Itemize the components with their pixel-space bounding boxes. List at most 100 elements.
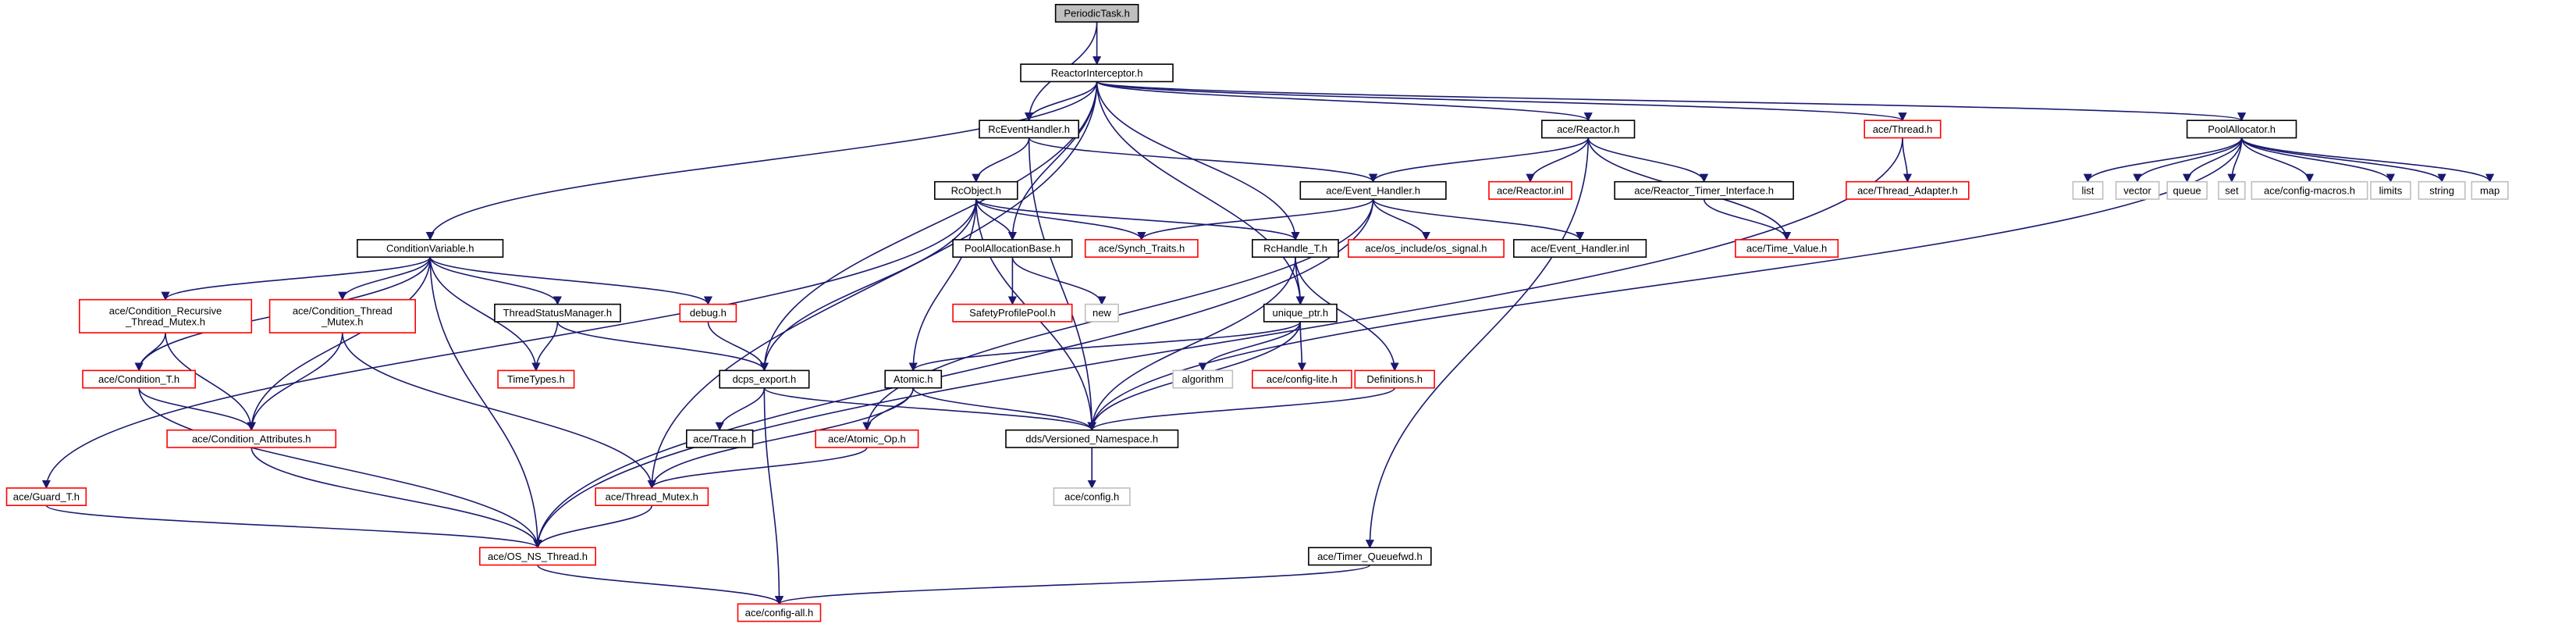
node-ace-reactor-timer-interface-h[interactable]: ace/Reactor_Timer_Interface.h: [1614, 180, 1794, 200]
node-map[interactable]: map: [2471, 180, 2509, 200]
node-vector[interactable]: vector: [2115, 180, 2160, 200]
node-box[interactable]: [1308, 547, 1432, 566]
node-box[interactable]: [79, 298, 253, 333]
node-ace-timer-queuefwd-h[interactable]: ace/Timer_Queuefwd.h: [1308, 547, 1432, 566]
node-box[interactable]: [1299, 180, 1447, 200]
node-box[interactable]: [934, 180, 1018, 200]
node-ace-event-handler-inl[interactable]: ace/Event_Handler.inl: [1513, 239, 1647, 258]
node-ace-os-include-os-signal-h[interactable]: ace/os_include/os_signal.h: [1348, 239, 1505, 258]
node-box[interactable]: [268, 298, 417, 333]
node-conditionvariable-h[interactable]: ConditionVariable.h: [357, 239, 504, 258]
node-box[interactable]: [478, 547, 596, 566]
node-ace-condition-thread-mutex-h[interactable]: ace/Condition_Thread_Mutex.h: [268, 298, 417, 333]
node-algorithm[interactable]: algorithm: [1172, 369, 1234, 389]
node-unique-ptr-h[interactable]: unique_ptr.h: [1263, 303, 1338, 323]
node-box[interactable]: [2072, 180, 2104, 200]
node-ace-reactor-inl[interactable]: ace/Reactor.inl: [1488, 180, 1572, 200]
node-box[interactable]: [497, 369, 575, 389]
node-box[interactable]: [1348, 239, 1505, 258]
node-dcps-export-h[interactable]: dcps_export.h: [719, 369, 810, 389]
node-poolallocator-h[interactable]: PoolAllocator.h: [2186, 119, 2297, 139]
node-threadstatusmanager-h[interactable]: ThreadStatusManager.h: [494, 303, 621, 323]
node-ace-condition-attributes-h[interactable]: ace/Condition_Attributes.h: [166, 429, 337, 448]
node-string[interactable]: string: [2418, 180, 2466, 200]
node-box[interactable]: [2115, 180, 2160, 200]
node-box[interactable]: [1513, 239, 1647, 258]
node-box[interactable]: [737, 603, 822, 622]
node-box[interactable]: [1054, 4, 1139, 23]
node-box[interactable]: [952, 303, 1073, 323]
node-box[interactable]: [884, 369, 943, 389]
node-set[interactable]: set: [2218, 180, 2246, 200]
node-dds-versioned-namespace-h[interactable]: dds/Versioned_Namespace.h: [1005, 429, 1179, 448]
node-ace-atomic-op-h[interactable]: ace/Atomic_Op.h: [815, 429, 919, 448]
node-new[interactable]: new: [1084, 303, 1119, 323]
node-box[interactable]: [1488, 180, 1572, 200]
node-box[interactable]: [1053, 487, 1131, 507]
node-box[interactable]: [1846, 180, 1970, 200]
node-ace-time-value-h[interactable]: ace/Time_Value.h: [1735, 239, 1839, 258]
node-box[interactable]: [2218, 180, 2246, 200]
node-atomic-h[interactable]: Atomic.h: [884, 369, 943, 389]
node-rceventhandler-h[interactable]: RcEventHandler.h: [979, 119, 1079, 139]
node-periodictask-h[interactable]: PeriodicTask.h: [1054, 4, 1139, 23]
node-box[interactable]: [1735, 239, 1839, 258]
node-ace-os-ns-thread-h[interactable]: ace/OS_NS_Thread.h: [478, 547, 596, 566]
node-box[interactable]: [1005, 429, 1179, 448]
node-reactorinterceptor-h[interactable]: ReactorInterceptor.h: [1020, 63, 1174, 83]
node-box[interactable]: [1252, 369, 1352, 389]
node-ace-config-h[interactable]: ace/config.h: [1053, 487, 1131, 507]
node-timetypes-h[interactable]: TimeTypes.h: [497, 369, 575, 389]
node-box[interactable]: [2251, 180, 2368, 200]
node-box[interactable]: [1354, 369, 1435, 389]
node-ace-guard-t-h[interactable]: ace/Guard_T.h: [5, 487, 87, 507]
node-ace-synch-traits-h[interactable]: ace/Synch_Traits.h: [1084, 239, 1199, 258]
node-box[interactable]: [2471, 180, 2509, 200]
node-box[interactable]: [5, 487, 87, 507]
node-box[interactable]: [1084, 303, 1119, 323]
node-rchandle-t-h[interactable]: RcHandle_T.h: [1252, 239, 1339, 258]
node-box[interactable]: [2370, 180, 2411, 200]
node-debug-h[interactable]: debug.h: [679, 303, 737, 323]
node-ace-config-lite-h[interactable]: ace/config-lite.h: [1252, 369, 1352, 389]
node-box[interactable]: [166, 429, 337, 448]
node-ace-config-all-h[interactable]: ace/config-all.h: [737, 603, 822, 622]
node-ace-thread-adapter-h[interactable]: ace/Thread_Adapter.h: [1846, 180, 1970, 200]
node-box[interactable]: [719, 369, 810, 389]
node-ace-condition-recursive-thread-mutex-h[interactable]: ace/Condition_Recursive_Thread_Mutex.h: [79, 298, 253, 333]
node-box[interactable]: [679, 303, 737, 323]
node-box[interactable]: [2166, 180, 2208, 200]
node-queue[interactable]: queue: [2166, 180, 2208, 200]
node-box[interactable]: [82, 369, 196, 389]
node-limits[interactable]: limits: [2370, 180, 2411, 200]
node-ace-condition-t-h[interactable]: ace/Condition_T.h: [82, 369, 196, 389]
node-box[interactable]: [1263, 303, 1338, 323]
node-box[interactable]: [2186, 119, 2297, 139]
node-box[interactable]: [815, 429, 919, 448]
node-ace-thread-h[interactable]: ace/Thread.h: [1864, 119, 1942, 139]
node-ace-trace-h[interactable]: ace/Trace.h: [685, 429, 754, 448]
node-poolallocationbase-h[interactable]: PoolAllocationBase.h: [952, 239, 1073, 258]
node-box[interactable]: [952, 239, 1073, 258]
node-box[interactable]: [1084, 239, 1199, 258]
node-ace-config-macros-h[interactable]: ace/config-macros.h: [2251, 180, 2368, 200]
node-box[interactable]: [1864, 119, 1942, 139]
node-ace-reactor-h[interactable]: ace/Reactor.h: [1541, 119, 1636, 139]
node-box[interactable]: [357, 239, 504, 258]
node-box[interactable]: [2418, 180, 2466, 200]
node-list[interactable]: list: [2072, 180, 2104, 200]
node-definitions-h[interactable]: Definitions.h: [1354, 369, 1435, 389]
node-ace-event-handler-h[interactable]: ace/Event_Handler.h: [1299, 180, 1447, 200]
node-box[interactable]: [979, 119, 1079, 139]
node-box[interactable]: [595, 487, 709, 507]
node-box[interactable]: [1614, 180, 1794, 200]
node-box[interactable]: [494, 303, 621, 323]
node-rcobject-h[interactable]: RcObject.h: [934, 180, 1018, 200]
node-box[interactable]: [1020, 63, 1174, 83]
node-box[interactable]: [1252, 239, 1339, 258]
node-ace-thread-mutex-h[interactable]: ace/Thread_Mutex.h: [595, 487, 709, 507]
node-box[interactable]: [685, 429, 754, 448]
node-box[interactable]: [1541, 119, 1636, 139]
node-safetyprofilepool-h[interactable]: SafetyProfilePool.h: [952, 303, 1073, 323]
node-box[interactable]: [1172, 369, 1234, 389]
